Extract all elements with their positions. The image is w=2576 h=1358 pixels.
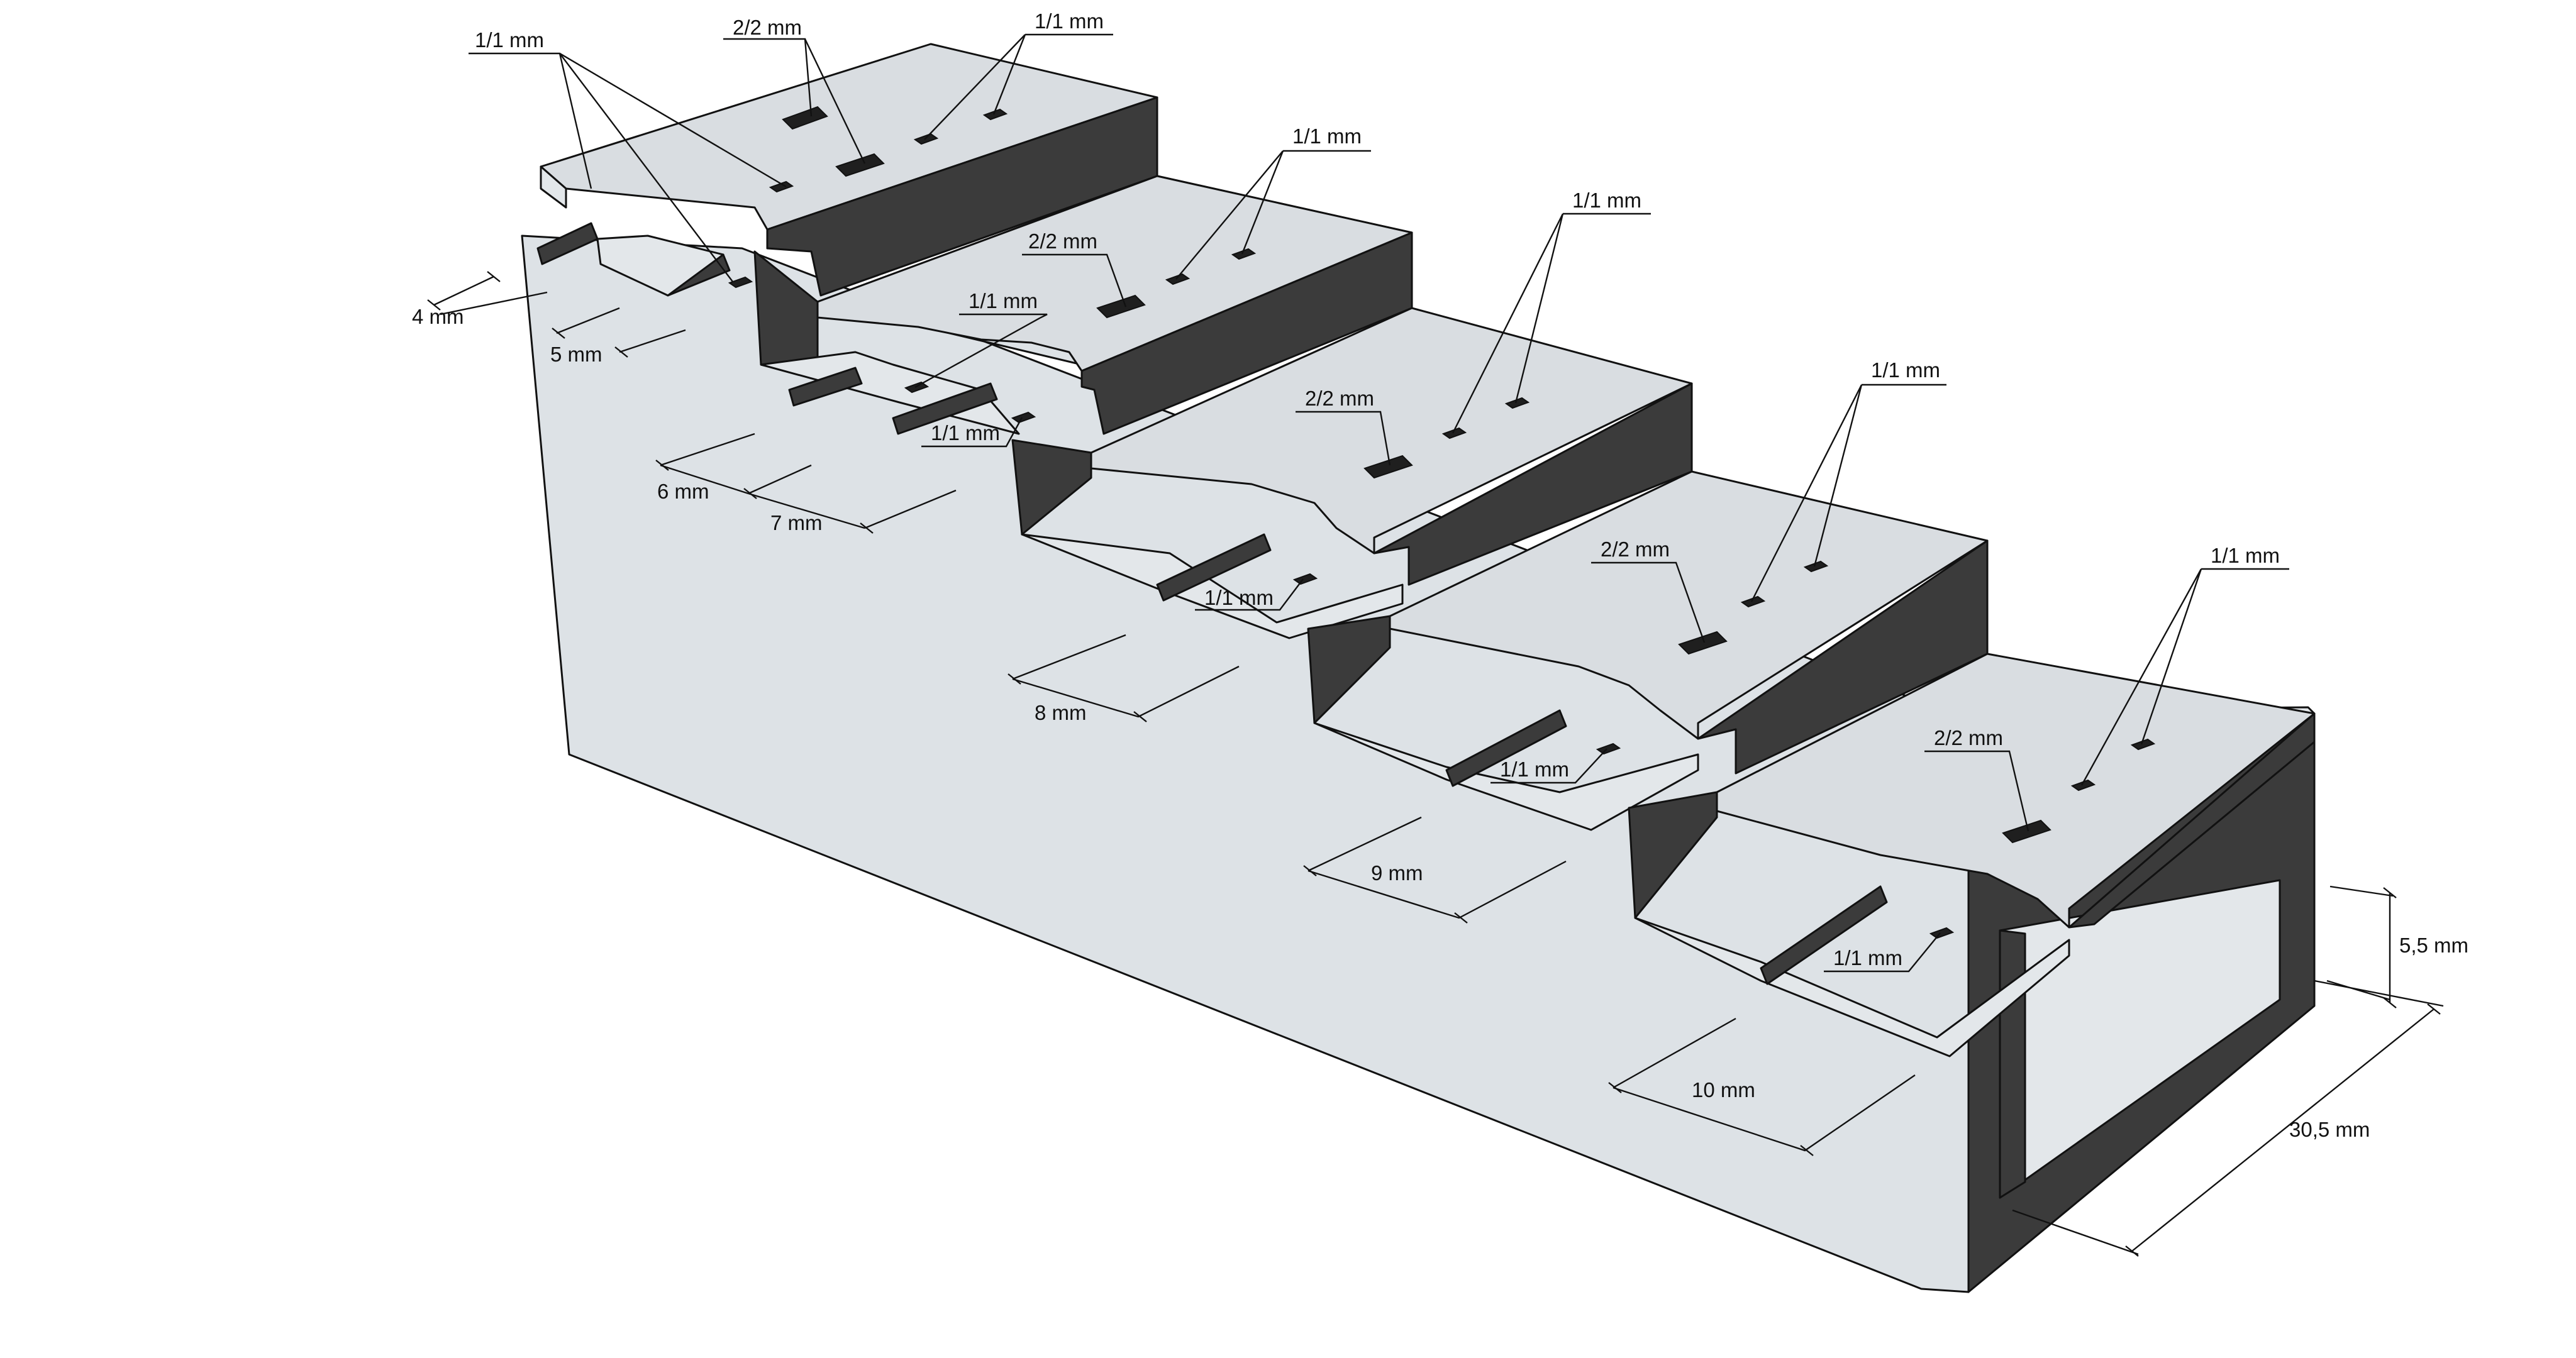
hole-1-1 xyxy=(1165,273,1191,285)
step5-riser-left xyxy=(1628,791,1718,919)
hole-1-1 xyxy=(1292,573,1318,585)
dim-10mm xyxy=(1613,1017,1916,1152)
step5-top xyxy=(1716,653,2316,929)
dimension-labels: 4 mm 5 mm 6 mm 7 mm 8 mm 9 mm 10 mm 5,5 … xyxy=(412,305,2468,1141)
leader-step5-floor xyxy=(1824,932,1941,973)
dim-label-length: 30,5 mm xyxy=(2289,1118,2370,1141)
leader-step1-mid xyxy=(804,38,866,164)
leader-step5-top xyxy=(2080,568,2202,786)
dim-length xyxy=(2012,980,2444,1256)
leader-step4-top xyxy=(1813,384,1863,567)
leader-step2-low xyxy=(914,313,1048,389)
dimension-lines xyxy=(427,271,2444,1257)
dim-label-4mm: 4 mm xyxy=(412,305,464,328)
step4-riser-left xyxy=(1307,615,1391,724)
dim-label-8mm: 8 mm xyxy=(1035,701,1087,724)
label-step4-floor: 1/1 mm xyxy=(1500,758,1569,781)
leader-step5-top xyxy=(2140,568,2202,745)
label-step4-top: 1/1 mm xyxy=(1871,358,1940,382)
hole-1-1 xyxy=(1596,742,1621,755)
leader-step1-right xyxy=(924,34,1026,140)
label-step5-floor: 1/1 mm xyxy=(1833,946,1902,969)
step2-slot-a xyxy=(788,367,863,407)
hole-2-2 xyxy=(782,106,828,130)
hole-markers xyxy=(728,106,2156,939)
leader-lines xyxy=(469,33,2289,973)
step3-riser-left xyxy=(1011,439,1092,536)
label-step1-mid: 2/2 mm xyxy=(733,16,802,39)
dim-label-7mm: 7 mm xyxy=(770,511,823,534)
leader-step1-top xyxy=(559,53,733,282)
hole-2-2 xyxy=(1363,455,1413,479)
label-step1-right: 1/1 mm xyxy=(1035,9,1104,33)
leader-step3-top xyxy=(1452,213,1564,434)
step3-top xyxy=(1090,307,1693,555)
leader-step3-floor xyxy=(1195,578,1304,611)
leader-step5-mid xyxy=(1924,750,2029,832)
label-step3-floor: 1/1 mm xyxy=(1204,586,1274,609)
label-step2-mid: 2/2 mm xyxy=(1028,229,1097,253)
label-step3-top: 1/1 mm xyxy=(1572,189,1641,212)
step1-lip xyxy=(540,165,567,209)
step5-riser xyxy=(2068,712,2316,929)
dim-label-9mm: 9 mm xyxy=(1371,861,1423,885)
dim-7mm xyxy=(748,464,957,529)
hole-1-1 xyxy=(904,381,930,394)
step3-slot xyxy=(1156,533,1272,602)
leader-step4-top xyxy=(1750,384,1863,602)
dim-6mm xyxy=(660,433,755,495)
hole-1-1 xyxy=(1011,411,1036,424)
step3-riser xyxy=(1373,382,1693,586)
hole-1-1 xyxy=(1929,927,1955,939)
step2-top xyxy=(816,175,1413,372)
dim-label-10mm: 10 mm xyxy=(1692,1078,1755,1101)
label-step2-low: 1/1 mm xyxy=(969,289,1038,312)
hole-2-2 xyxy=(1678,631,1728,655)
leader-step3-mid xyxy=(1296,411,1391,466)
step4-slot xyxy=(1445,709,1567,787)
leader-step3-top xyxy=(1514,213,1564,404)
leader-step4-floor xyxy=(1491,748,1607,784)
step1-ledge xyxy=(596,235,724,297)
dim-4mm xyxy=(433,275,548,316)
leader-step2-mid xyxy=(1022,253,1127,307)
dim-5mm xyxy=(556,307,686,353)
hole-labels: 1/1 mm 2/2 mm 1/1 mm 1/1 mm 2/2 mm 1/1 m… xyxy=(475,9,2280,969)
label-step3-mid: 2/2 mm xyxy=(1305,387,1374,410)
dim-height xyxy=(2326,885,2394,1003)
dim-label-5mm: 5 mm xyxy=(550,343,602,366)
body-end-window-inner xyxy=(1999,929,2026,1199)
leader-step2-floor xyxy=(921,417,1023,448)
step2-slot-b xyxy=(892,382,998,435)
label-step2-floor: 1/1 mm xyxy=(931,421,1000,444)
step5-ledge xyxy=(1634,917,2070,1057)
leader-step4-mid xyxy=(1591,561,1706,643)
step3-ledge xyxy=(1021,533,1404,639)
step4-top xyxy=(1389,470,1989,740)
step4-riser xyxy=(1697,539,1989,775)
dim-9mm xyxy=(1307,816,1567,919)
leader-step1-top xyxy=(558,53,592,189)
label-step1-top: 1/1 mm xyxy=(475,28,544,52)
label-step5-top: 1/1 mm xyxy=(2211,544,2280,567)
dim-8mm xyxy=(1012,634,1240,718)
label-step5-mid: 2/2 mm xyxy=(1934,726,2003,749)
step1-riser xyxy=(766,96,1158,297)
hole-2-2 xyxy=(2002,819,2051,844)
leader-step1-right xyxy=(992,34,1026,115)
leader-step2-top xyxy=(1175,150,1284,280)
label-step2-top: 1/1 mm xyxy=(1292,124,1362,148)
step2-riser xyxy=(1080,231,1413,435)
label-step4-mid: 2/2 mm xyxy=(1601,538,1670,561)
dim-label-height: 5,5 mm xyxy=(2399,934,2468,957)
step5-slot xyxy=(1760,885,1888,985)
hole-1-1 xyxy=(728,276,753,289)
leader-step2-top xyxy=(1241,150,1284,255)
dim-label-6mm: 6 mm xyxy=(657,480,709,503)
